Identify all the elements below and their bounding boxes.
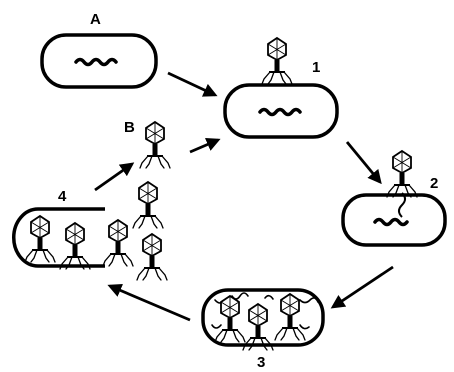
label-b: B — [124, 119, 135, 136]
bacteriophage-icon — [136, 233, 168, 281]
bacteriophage-icon — [132, 181, 164, 229]
bacterium-1 — [223, 83, 339, 139]
label-a: A — [90, 11, 101, 28]
step-2-label: 2 — [430, 175, 438, 192]
arrow-icon — [345, 141, 382, 185]
bacteriophage-icon — [139, 121, 171, 169]
bacterium-a — [40, 33, 158, 89]
arrow-icon — [189, 137, 221, 154]
arrow-icon — [94, 162, 135, 192]
bacteriophage-icon — [261, 37, 293, 85]
bacteriophage-icon — [102, 219, 134, 267]
step-1-label: 1 — [312, 59, 320, 76]
bacteriophage-icon — [386, 150, 418, 198]
bacterium-2 — [341, 192, 447, 247]
arrow-icon — [167, 71, 218, 97]
arrow-icon — [107, 283, 191, 322]
step-4-label: 4 — [58, 188, 67, 205]
step-3-label: 3 — [257, 354, 265, 371]
arrow-icon — [330, 265, 394, 309]
